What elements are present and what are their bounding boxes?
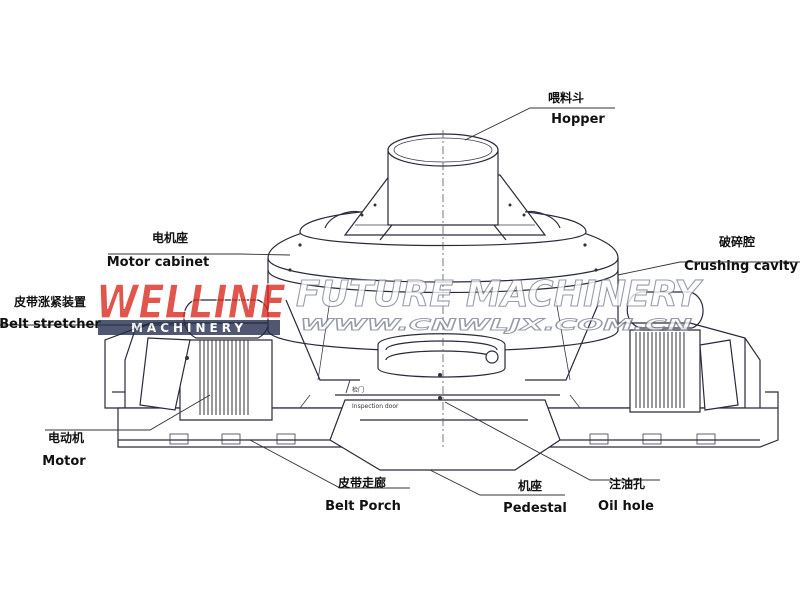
crushing-cavity-label-en: Crushing cavity <box>684 259 798 274</box>
pedestal-label-cn: 机座 <box>518 478 542 493</box>
belt-stretcher-label-cn: 皮带涨紧装置 <box>13 294 86 309</box>
pedestal-label-en: Pedestal <box>503 501 567 516</box>
hopper-label-cn: 喂料斗 <box>548 90 584 105</box>
inspection-door-label-cn: 检门 <box>352 386 364 394</box>
watermark-url: WWW.CNWLJX.COM.CN <box>300 315 693 334</box>
oil-hole-label-en: Oil hole <box>598 499 654 514</box>
leader-lines <box>0 107 800 496</box>
left-motor <box>139 299 273 421</box>
belt-porch-label-cn: 皮带走廊 <box>337 475 386 490</box>
motor-label-cn: 电动机 <box>48 430 84 445</box>
pedestal-body <box>329 394 561 471</box>
crushing-cavity-label-cn: 破碎腔 <box>719 234 755 249</box>
belt-stretcher-label-en: Belt stretcher <box>0 317 101 332</box>
right-motor <box>626 291 739 413</box>
inspection-door <box>377 333 506 400</box>
hopper-label-en: Hopper <box>551 112 605 127</box>
watermark-sub: MACHINERY <box>131 321 247 335</box>
inspection-door-label: Inspection door <box>352 403 399 410</box>
watermark-company: FUTURE MACHINERY <box>296 274 704 315</box>
motor-cabinet-label-en: Motor cabinet <box>107 255 209 270</box>
motor-label-en: Motor <box>42 454 86 469</box>
belt-porch-label-en: Belt Porch <box>325 499 401 514</box>
watermark-sub-bar <box>98 320 280 335</box>
brand-watermark: WELLINE MACHINERY FUTURE MACHINERY WWW.C… <box>95 273 704 335</box>
motor-cabinet-label-cn: 电机座 <box>152 230 188 245</box>
oil-hole-label-cn: 注油孔 <box>609 476 645 491</box>
